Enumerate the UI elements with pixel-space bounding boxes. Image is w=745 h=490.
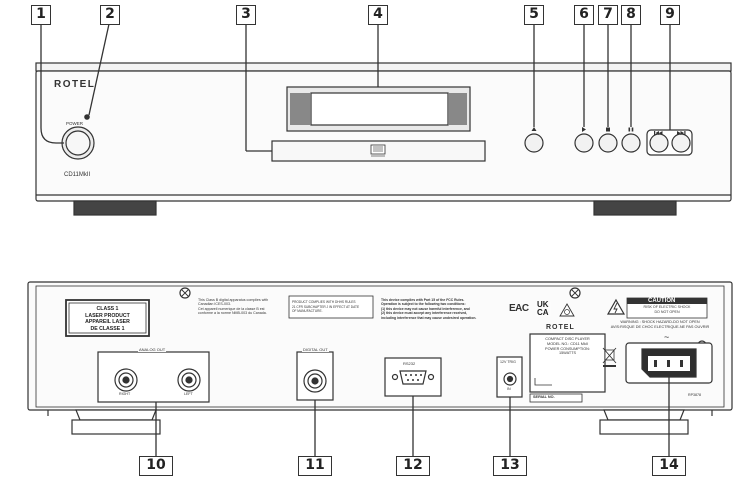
ukca-mark-text: UK CA — [537, 300, 549, 317]
eject-icon — [531, 127, 537, 131]
next-track-button — [671, 133, 691, 153]
left-label: LEFT — [184, 392, 193, 396]
spec-label-box — [529, 333, 606, 393]
serial-number-text: SERIAL NO. — [533, 395, 555, 399]
previous-track-button — [649, 133, 669, 153]
caution-title: CAUTION — [648, 298, 676, 304]
pause-icon — [628, 127, 634, 132]
callout-13: 13 — [493, 456, 527, 476]
front-foot-left — [73, 200, 157, 216]
stop-icon — [606, 127, 610, 132]
callout-14: 14 — [652, 456, 686, 476]
next-track-icon — [677, 131, 686, 135]
front-brand-logo: ROTEL — [54, 79, 96, 90]
callout-1: 1 — [31, 5, 51, 25]
rs232-port — [399, 370, 427, 385]
previous-track-icon — [654, 131, 663, 135]
eject-button — [524, 133, 544, 153]
spec-label-text: COMPACT DISC PLAYER MODEL NO.: CD11 MkII… — [545, 337, 590, 356]
play-button — [574, 133, 594, 153]
laser-label-box — [65, 299, 150, 337]
shock-warning-icon — [606, 298, 626, 315]
front-panel — [35, 70, 732, 202]
cfr-notice: PRODUCT COMPLIES WITH DHHS RULES 21 CFR … — [292, 300, 360, 313]
cfr-notice-box — [288, 295, 374, 319]
warning-lines: WARNING : SHOCK HAZARD-DO NOT OPEN AVIS:… — [610, 320, 710, 329]
callout-7: 7 — [598, 5, 618, 25]
trigger-label: 12V TRIG — [500, 360, 516, 364]
callout-8: 8 — [621, 5, 641, 25]
power-led — [84, 114, 90, 120]
front-foot-right — [593, 200, 677, 216]
front-unit — [35, 62, 732, 216]
callout-2: 2 — [100, 5, 120, 25]
callout-11: 11 — [298, 456, 332, 476]
callout-5: 5 — [524, 5, 544, 25]
rear-brand-logo: ROTEL — [546, 324, 575, 331]
right-label: RIGHT — [119, 392, 131, 396]
callout-12: 12 — [396, 456, 430, 476]
ac-symbol: ~ — [664, 332, 670, 342]
callout-6: 6 — [574, 5, 594, 25]
callout-3: 3 — [236, 5, 256, 25]
ukca-mark — [535, 301, 551, 317]
compact-disc-logo — [370, 144, 386, 157]
fcc-notice: This device complies with Part 15 of the… — [381, 298, 477, 320]
stop-button — [598, 133, 618, 153]
rear-unit — [27, 281, 733, 435]
canada-notice: This Class B digital apparatus complies … — [198, 298, 269, 316]
laser-label-text: CLASS 1 LASER PRODUCT APPAREIL LASER DE … — [85, 306, 130, 332]
part-code: RP3878 — [688, 393, 701, 397]
callout-4: 4 — [368, 5, 388, 25]
front-top-strip — [35, 62, 732, 72]
rs232-label: RS232 — [403, 361, 416, 366]
caution-lines: RISK OF ELECTRIC SHOCK DO NOT OPEN — [643, 305, 691, 314]
callout-9: 9 — [660, 5, 680, 25]
power-label: POWER — [66, 121, 84, 126]
serial-number-label — [529, 393, 583, 403]
callout-10: 10 — [139, 456, 173, 476]
ce-recycle-icon — [559, 303, 575, 317]
trigger-in-label: IN — [507, 387, 511, 391]
weee-icon — [602, 347, 617, 367]
analog-out-label: ANALOG OUT — [138, 347, 167, 352]
eac-mark: EAC — [509, 303, 529, 314]
rear-foot-left — [75, 409, 157, 421]
pause-button — [621, 133, 641, 153]
digital-out-label: DIGITAL OUT — [302, 347, 329, 352]
play-icon — [582, 127, 586, 132]
model-label: CD11MkII — [64, 172, 91, 178]
rear-foot-right — [603, 409, 685, 421]
callout-leaders — [40, 23, 671, 456]
